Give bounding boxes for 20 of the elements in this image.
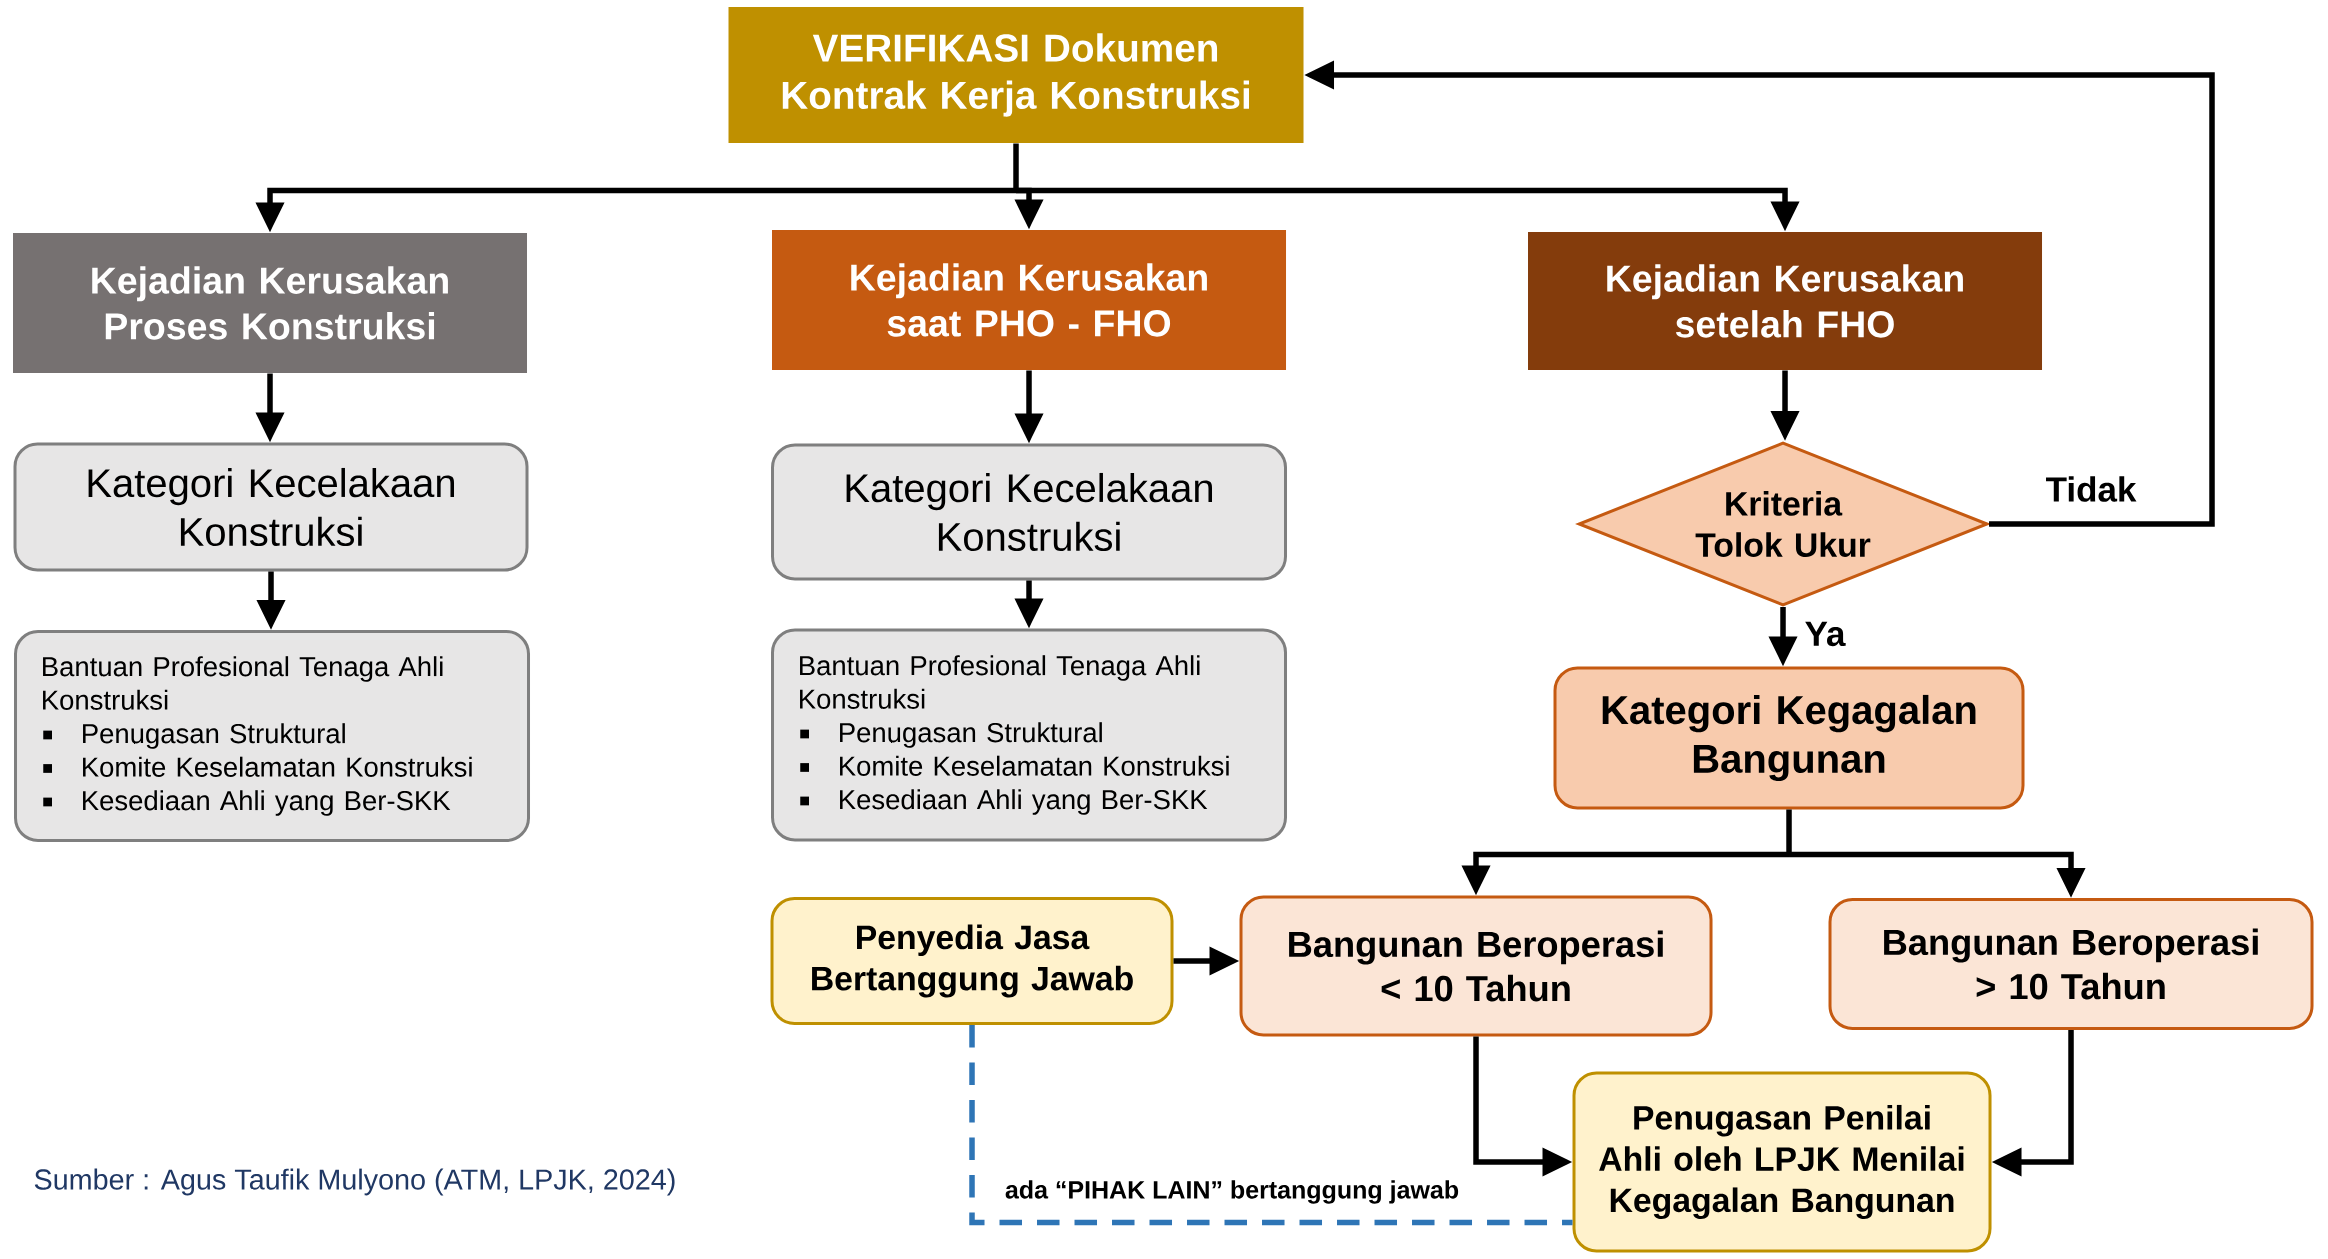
process-box: Penyedia Jasa Bertanggung Jawab: [770, 897, 1174, 1025]
edge-label: Ya: [1805, 621, 1846, 647]
list-box: Bantuan Profesional Tenaga Ahli Konstruksi Penugasan Struktural Komite Keselamatan Konstruksi Kesediaan Ahli yang Ber-SKK: [771, 628, 1287, 842]
category-box: Kategori Kecelakaan Konstruksi: [13, 442, 529, 572]
edge-label: Tidak: [2046, 476, 2137, 502]
connector-line: [1786, 809, 1792, 855]
heading-box: Kejadian Kerusakan saat PHO - FHO: [772, 230, 1286, 370]
process-box: Bangunan Beroperasi < 10 Tahun: [1239, 895, 1713, 1037]
process-box: Bangunan Beroperasi > 10 Tahun: [1828, 898, 2314, 1030]
category-box: Kategori Kegagalan Bangunan: [1553, 666, 2025, 810]
edge-label: ada “PIHAK LAIN” bertanggung jawab: [1005, 1180, 1459, 1204]
heading-box: Kejadian Kerusakan Proses Konstruksi: [13, 233, 527, 373]
process-box: Penugasan Penilai Ahli oleh LPJK Menilai Kegagalan Bangunan: [1572, 1071, 1992, 1253]
dashed-line: [969, 1025, 1573, 1226]
heading-box: Kejadian Kerusakan setelah FHO: [1528, 232, 2042, 370]
heading-box: VERIFIKASI Dokumen Kontrak Kerja Konstruksi: [728, 7, 1304, 143]
source-note: Sumber : Agus Taufik Mulyono (ATM, LPJK, 2024): [34, 1168, 675, 1196]
category-box: Kategori Kecelakaan Konstruksi: [771, 443, 1287, 581]
connector-line: [1013, 143, 1019, 191]
list-box: Bantuan Profesional Tenaga Ahli Konstruksi Penugasan Struktural Komite Keselamatan Konstruksi Kesediaan Ahli yang Ber-SKK: [14, 630, 530, 842]
